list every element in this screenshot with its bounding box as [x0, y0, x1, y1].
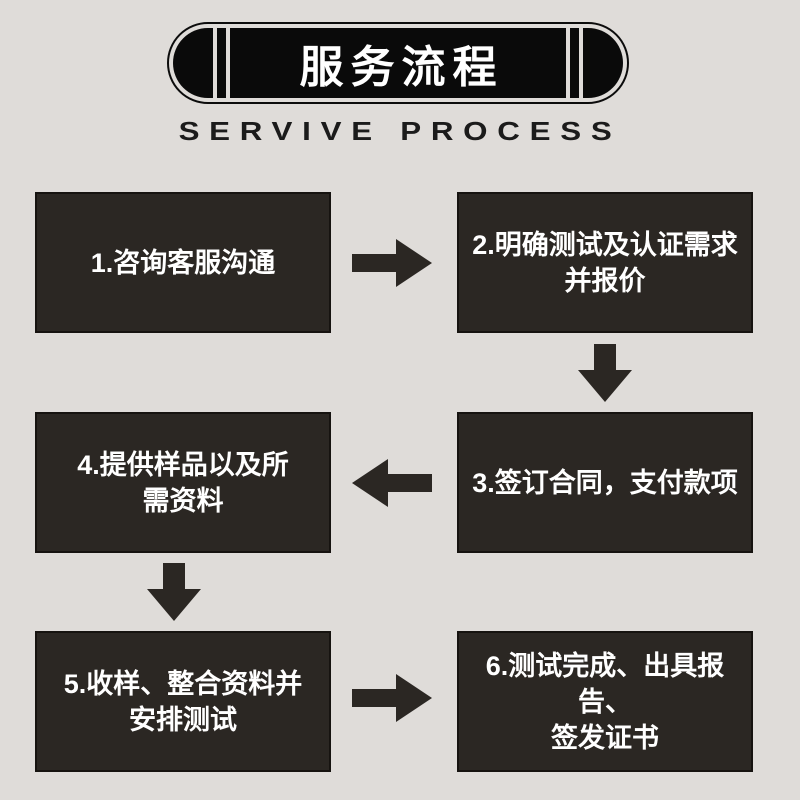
- step-5-line-2: 安排测试: [129, 704, 237, 735]
- step-4-line-1: 4.提供样品以及所: [77, 449, 289, 480]
- banner-divider: [566, 28, 570, 98]
- page-title: 服务流程: [299, 43, 504, 92]
- title-banner: 服务流程: [173, 28, 623, 98]
- step-label-5: 5.收样、整合资料并 安排测试: [64, 666, 303, 738]
- step-box-6: 6.测试完成、出具报告、 签发证书: [457, 631, 753, 772]
- step-2-line-1: 2.明确测试及认证需求: [472, 229, 738, 260]
- title-banner-outline: 服务流程: [167, 22, 629, 104]
- step-box-5: 5.收样、整合资料并 安排测试: [35, 631, 331, 772]
- step-box-1: 1.咨询客服沟通: [35, 192, 331, 333]
- step-label-6: 6.测试完成、出具报告、 签发证书: [459, 648, 751, 756]
- arrow-left-icon: [352, 459, 432, 507]
- step-1-line-1: 1.咨询客服沟通: [90, 247, 276, 278]
- step-box-2: 2.明确测试及认证需求 并报价: [457, 192, 753, 333]
- arrow-down-icon: [578, 344, 632, 402]
- step-box-3: 3.签订合同，支付款项: [457, 412, 753, 553]
- step-5-line-1: 5.收样、整合资料并: [63, 668, 303, 699]
- step-label-3: 3.签订合同，支付款项: [472, 465, 738, 501]
- arrow-down-icon: [147, 563, 201, 621]
- arrow-right-icon: [352, 674, 432, 722]
- banner-divider: [579, 28, 583, 98]
- step-box-4: 4.提供样品以及所 需资料: [35, 412, 331, 553]
- step-label-2: 2.明确测试及认证需求 并报价: [472, 227, 738, 299]
- banner-divider: [213, 28, 217, 98]
- step-4-line-2: 需资料: [142, 485, 224, 516]
- step-6-line-1: 6.测试完成、出具报告、: [485, 650, 725, 717]
- step-label-4: 4.提供样品以及所 需资料: [77, 447, 289, 519]
- arrow-right-icon: [352, 239, 432, 287]
- step-6-line-2: 签发证书: [551, 722, 659, 753]
- step-2-line-2: 并报价: [564, 265, 646, 296]
- step-label-1: 1.咨询客服沟通: [91, 245, 276, 281]
- page-subtitle: SERVIVE PROCESS: [178, 117, 622, 147]
- banner-divider: [226, 28, 230, 98]
- step-3-line-1: 3.签订合同，支付款项: [472, 467, 738, 498]
